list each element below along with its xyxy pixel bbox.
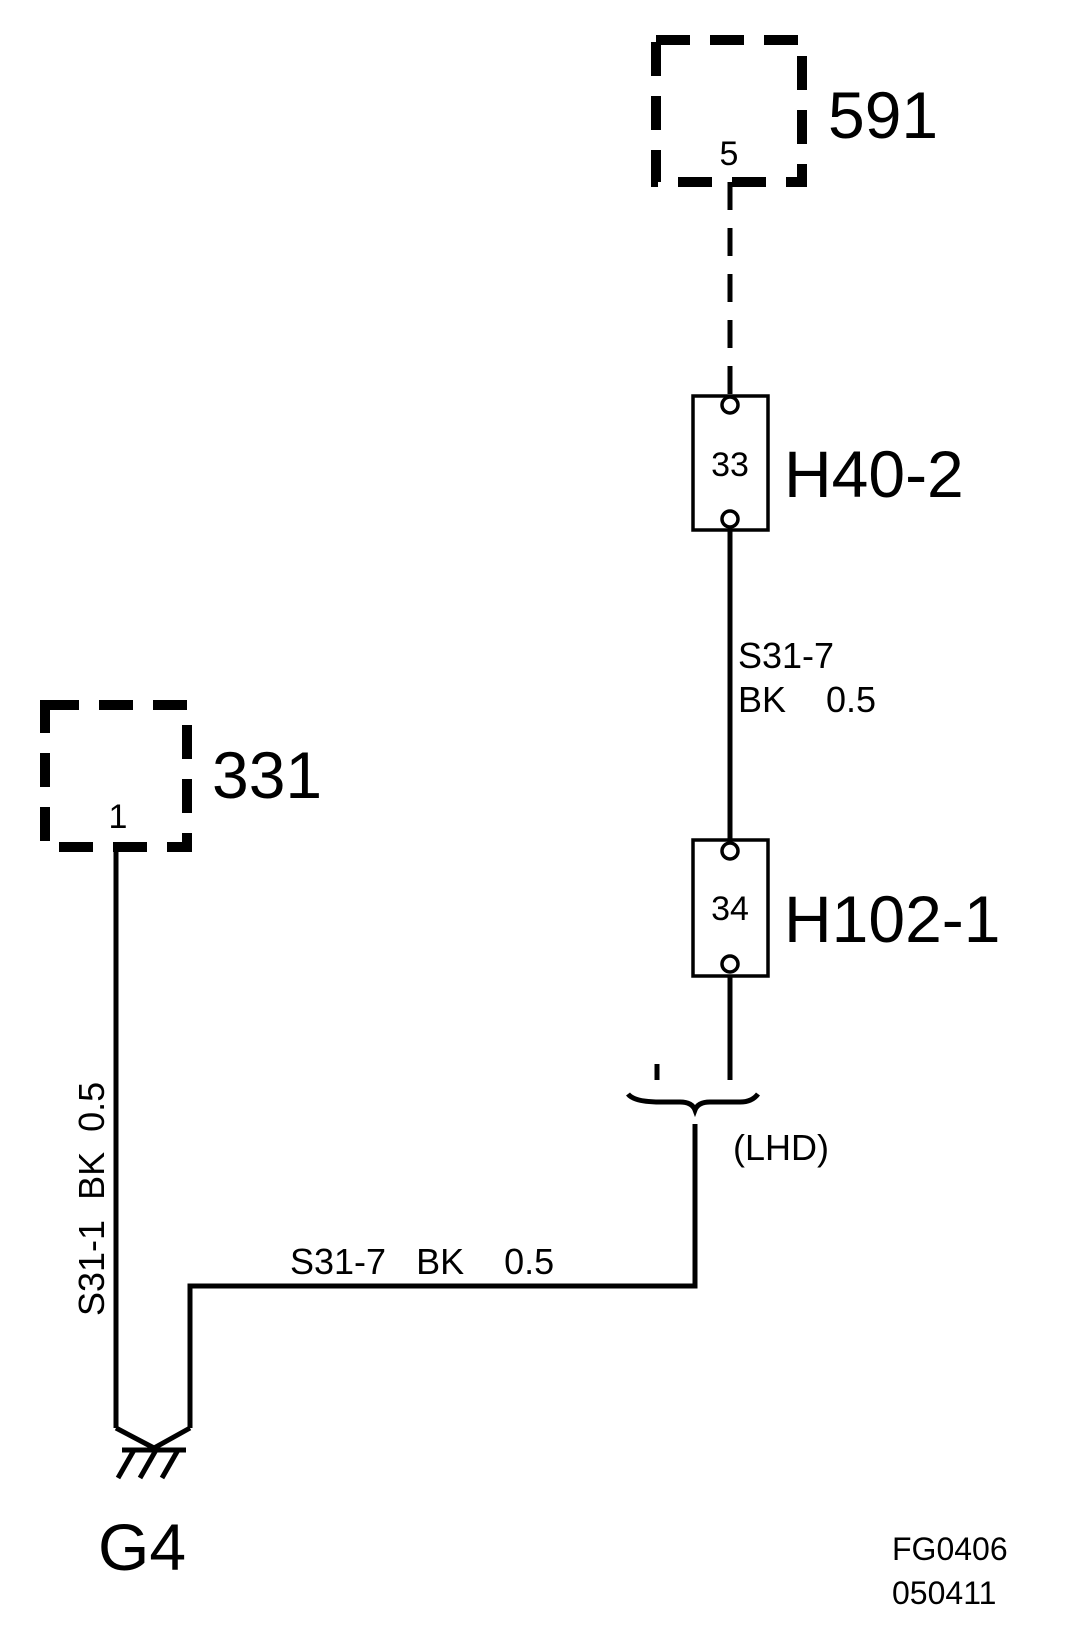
component-331: 1 331 bbox=[40, 700, 322, 852]
option-brace: (LHD) bbox=[626, 1064, 829, 1168]
component-331-pin: 1 bbox=[109, 798, 128, 836]
connector-h40-2-label: H40-2 bbox=[784, 437, 964, 511]
connector-h102-1-body bbox=[691, 838, 770, 978]
component-591: 5 591 bbox=[651, 35, 938, 187]
option-brace-curve bbox=[626, 1092, 760, 1118]
connector-h40-2-pin-top bbox=[720, 395, 740, 415]
ground-hatch-2 bbox=[137, 1448, 159, 1480]
ground-hatch-1 bbox=[115, 1448, 137, 1480]
wire-s31-7-upper-circuit: S31-7 bbox=[738, 635, 834, 676]
wire-s31-1-label: S31-1 BK 0.5 bbox=[71, 1082, 112, 1316]
component-591-pin: 5 bbox=[720, 135, 739, 173]
connector-h40-2: 33 H40-2 bbox=[691, 394, 964, 532]
figure-code-date: 050411 bbox=[892, 1575, 996, 1611]
wire-s31-7-lower-label: S31-7 BK 0.5 bbox=[290, 1241, 554, 1282]
connector-h40-2-pin-bottom bbox=[720, 509, 740, 529]
ground-g4: G4 bbox=[98, 1425, 192, 1584]
wire-s31-7-lower bbox=[187, 1124, 698, 1428]
figure-code-id: FG0406 bbox=[892, 1531, 1008, 1567]
connector-h40-2-pin-number: 33 bbox=[711, 446, 749, 484]
ground-label: G4 bbox=[98, 1510, 186, 1584]
connector-h102-1: 34 H102-1 bbox=[691, 838, 1000, 978]
figure-code: FG0406 050411 bbox=[892, 1531, 1008, 1611]
ground-hatch-3 bbox=[159, 1448, 181, 1480]
component-331-label: 331 bbox=[212, 738, 322, 812]
connector-h102-1-label: H102-1 bbox=[784, 882, 1000, 956]
wire-s31-7-upper-color-size: BK 0.5 bbox=[738, 679, 876, 720]
component-591-box bbox=[651, 35, 807, 187]
ground-junction bbox=[114, 1425, 192, 1451]
connector-h102-1-pin-top bbox=[720, 841, 740, 861]
option-label: (LHD) bbox=[733, 1127, 829, 1168]
component-591-label: 591 bbox=[828, 78, 938, 152]
connector-h102-1-pin-bottom bbox=[720, 954, 740, 974]
wire-s31-7-upper-label: S31-7 BK 0.5 bbox=[738, 635, 876, 720]
connector-h102-1-pin-number: 34 bbox=[711, 890, 749, 928]
